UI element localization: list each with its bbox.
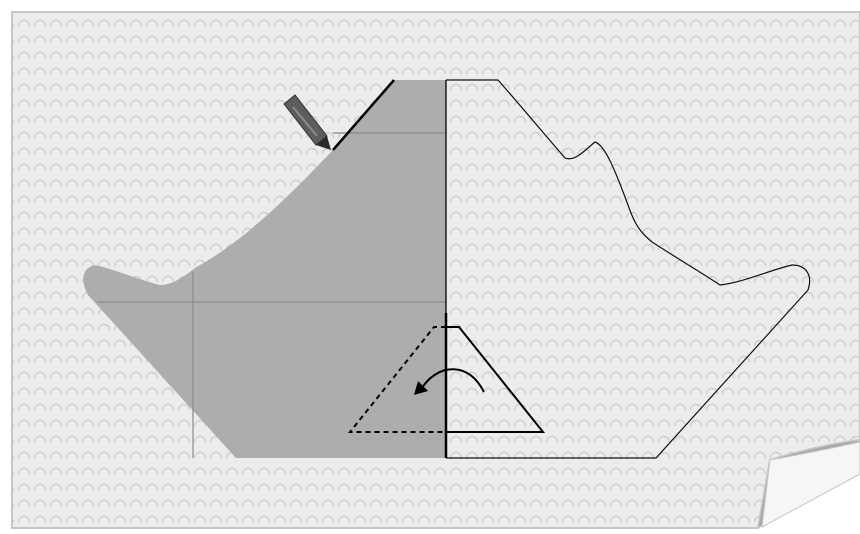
- figure-canvas: [0, 0, 860, 534]
- pattern-diagram: [0, 0, 860, 534]
